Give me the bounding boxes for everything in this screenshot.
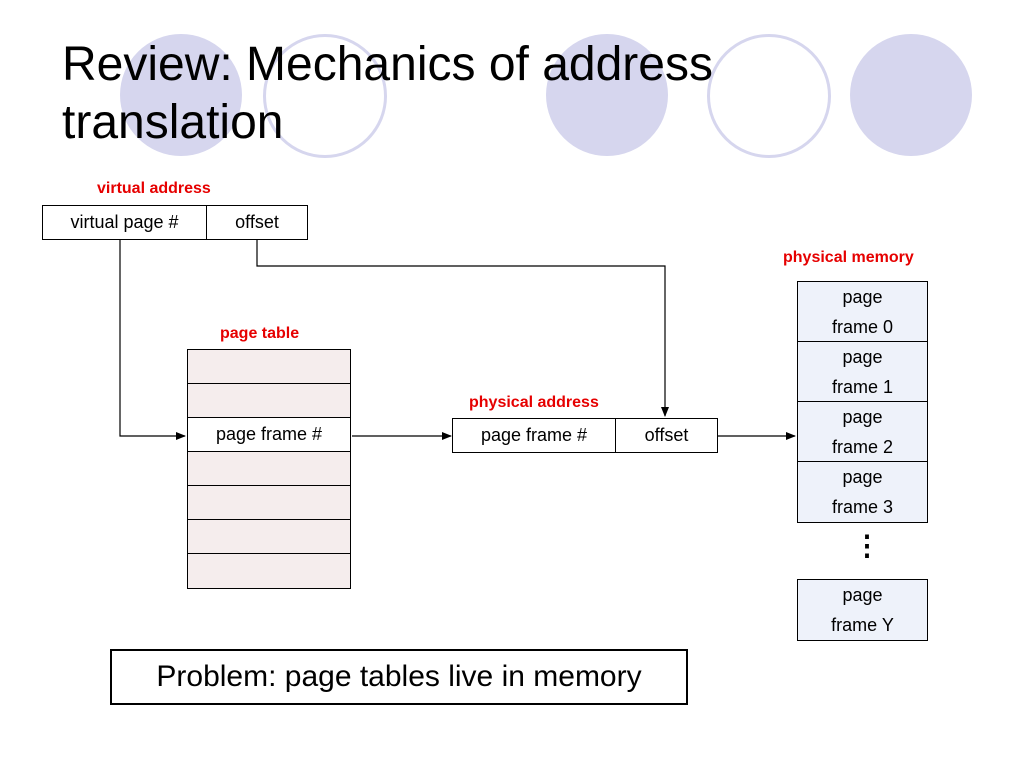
decor-ring-1 <box>263 34 387 158</box>
title-line-2: translation <box>62 96 284 149</box>
arrow-vpn-to-page-table <box>119 239 186 440</box>
page-table-entry <box>188 520 350 554</box>
page-table-entry <box>188 486 350 520</box>
page-table: page frame # <box>187 349 351 589</box>
page-table-entry <box>188 452 350 486</box>
page-frame-line-1: page <box>842 346 883 367</box>
page-frame-y: page frame Y <box>797 579 928 641</box>
page-frame-1: page frame 1 <box>798 342 927 402</box>
page-table-entry <box>188 350 350 384</box>
page-table-entry <box>188 554 350 588</box>
decor-circle-1 <box>120 34 242 156</box>
virtual-offset-field: offset <box>206 206 307 239</box>
page-frame-2: page frame 2 <box>798 402 927 462</box>
physical-memory: page frame 0 page frame 1 page frame 2 p… <box>797 281 928 523</box>
page-frame-line-2: frame 1 <box>831 376 894 397</box>
virtual-page-number-field: virtual page # <box>70 212 179 232</box>
slide-title: Review: Mechanics of address translation <box>62 36 713 152</box>
page-frame-line-2: frame 3 <box>831 497 894 517</box>
page-table-label: page table <box>220 325 300 342</box>
page-frame-line-1: page <box>842 286 883 307</box>
physical-offset-field: offset <box>615 419 717 452</box>
page-frame-3: page frame 3 <box>798 462 927 522</box>
decor-circle-2 <box>546 34 668 156</box>
page-table-entry-selected: page frame # <box>188 418 350 452</box>
physical-memory-label: physical memory <box>783 249 914 266</box>
virtual-address-box: virtual page # offset <box>42 205 308 240</box>
page-frame-line-1: page <box>842 406 883 427</box>
problem-callout: Problem: page tables live in memory <box>110 649 688 705</box>
virtual-address-label: virtual address <box>97 180 211 197</box>
decor-ring-2 <box>707 34 831 158</box>
physical-page-frame-field: page frame # <box>480 425 588 445</box>
page-table-entry <box>188 384 350 418</box>
page-frame-line-1: page <box>842 467 883 487</box>
physical-address-label: physical address <box>469 394 599 411</box>
physical-address-box: page frame # offset <box>452 418 718 453</box>
page-frame-line-1: page <box>842 585 883 605</box>
page-frame-line-2: frame 2 <box>831 436 894 457</box>
vertical-ellipsis-icon: ⋮ <box>853 530 881 561</box>
arrow-offset-to-physical-address <box>256 239 669 417</box>
page-frame-line-2: frame 0 <box>831 316 894 337</box>
page-frame-line-2: frame Y <box>831 615 894 635</box>
decor-circle-3 <box>850 34 972 156</box>
page-frame-0: page frame 0 <box>798 282 927 342</box>
title-line-1: Review: Mechanics of address <box>62 38 713 91</box>
